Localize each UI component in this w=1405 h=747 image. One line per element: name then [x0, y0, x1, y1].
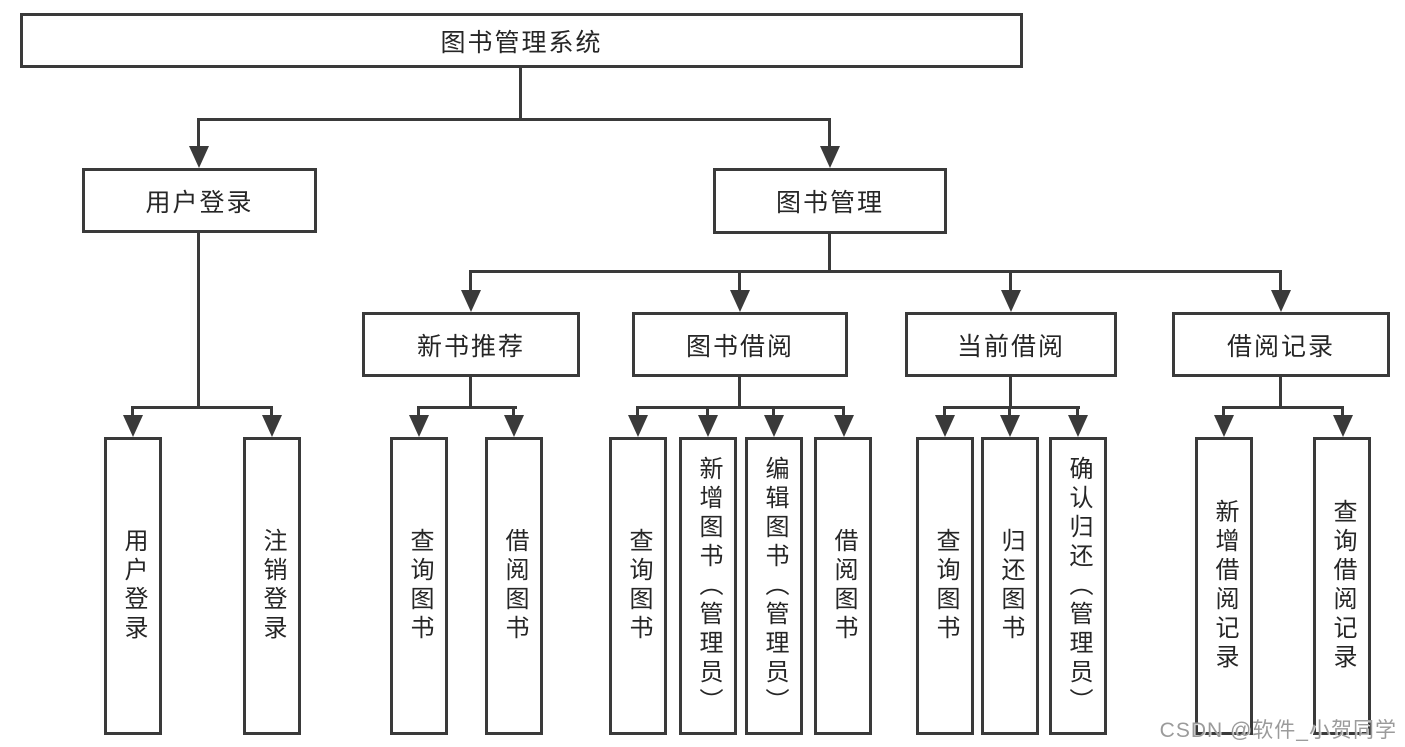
edge-leaf: [706, 406, 709, 419]
arrowhead: [935, 415, 955, 437]
edge-login-branch: [131, 406, 273, 409]
arrowhead: [1333, 415, 1353, 437]
arrowhead: [834, 415, 854, 437]
leaf-query-books-borrow: 查询图书: [609, 437, 667, 735]
arrowhead: [189, 146, 209, 168]
edge-book-management-stem: [828, 234, 831, 273]
leaf-borrow-books-recommend: 借阅图书: [485, 437, 543, 735]
edge-book-borrow-stem: [738, 377, 741, 409]
leaf-add-borrow-record: 新增借阅记录: [1195, 437, 1253, 735]
edge-leaf: [1341, 406, 1344, 419]
edge-borrow-records-stem: [1279, 377, 1282, 409]
arrowhead: [461, 290, 481, 312]
arrowhead: [730, 290, 750, 312]
arrowhead: [1271, 290, 1291, 312]
edge-to-current-borrow: [1009, 270, 1012, 294]
edge-user-login-stem: [197, 233, 200, 408]
arrowhead: [1000, 415, 1020, 437]
edge-to-book-borrow: [738, 270, 741, 294]
arrowhead: [698, 415, 718, 437]
edge-leaf: [636, 406, 639, 419]
edge-leaf: [772, 406, 775, 419]
csdn-watermark: CSDN @软件_小贺同学: [1159, 719, 1397, 742]
edge-leaf: [1008, 406, 1011, 419]
arrowhead: [504, 415, 524, 437]
edge-new-book-stem: [469, 377, 472, 409]
edge-current-borrow-stem: [1009, 377, 1012, 409]
edge-root-stem: [519, 68, 522, 118]
edge-to-book-management: [828, 118, 831, 148]
arrowhead: [123, 415, 143, 437]
node-book-borrow: 图书借阅: [632, 312, 848, 377]
arrowhead: [262, 415, 282, 437]
edge-to-leaf-user-login: [131, 406, 134, 419]
leaf-borrow-books: 借阅图书: [814, 437, 872, 735]
arrowhead: [1001, 290, 1021, 312]
edge-branch-book-borrow: [636, 406, 845, 409]
edge-leaf: [1076, 406, 1079, 419]
edge-level2-branch: [469, 270, 1282, 273]
node-new-book-recommend: 新书推荐: [362, 312, 580, 377]
edge-branch-new-book: [417, 406, 517, 409]
edge-leaf: [417, 406, 420, 419]
edge-branch-borrow-records: [1222, 406, 1344, 409]
leaf-add-book-admin: 新增图书（管理员）: [679, 437, 737, 735]
edge-leaf: [842, 406, 845, 419]
edge-leaf: [943, 406, 946, 419]
leaf-user-login: 用户登录: [104, 437, 162, 735]
node-borrow-records: 借阅记录: [1172, 312, 1390, 377]
edge-to-leaf-logout: [270, 406, 273, 419]
edge-to-borrow-records: [1279, 270, 1282, 294]
edge-to-user-login: [197, 118, 200, 148]
edge-leaf: [512, 406, 515, 419]
edge-branch-current-borrow: [943, 406, 1080, 409]
node-current-borrow: 当前借阅: [905, 312, 1117, 377]
arrowhead: [1214, 415, 1234, 437]
edge-to-new-book-recommend: [469, 270, 472, 294]
arrowhead: [820, 146, 840, 168]
leaf-query-borrow-record: 查询借阅记录: [1313, 437, 1371, 735]
node-root: 图书管理系统: [20, 13, 1023, 68]
arrowhead: [628, 415, 648, 437]
leaf-query-books-current: 查询图书: [916, 437, 974, 735]
edge-level1-branch: [197, 118, 831, 121]
leaf-edit-book-admin: 编辑图书（管理员）: [745, 437, 803, 735]
arrowhead: [409, 415, 429, 437]
edge-leaf: [1222, 406, 1225, 419]
arrowhead: [764, 415, 784, 437]
node-book-management: 图书管理: [713, 168, 947, 234]
leaf-logout: 注销登录: [243, 437, 301, 735]
leaf-confirm-return-admin: 确认归还（管理员）: [1049, 437, 1107, 735]
leaf-return-book: 归还图书: [981, 437, 1039, 735]
node-user-login: 用户登录: [82, 168, 317, 233]
arrowhead: [1068, 415, 1088, 437]
leaf-query-books-recommend: 查询图书: [390, 437, 448, 735]
